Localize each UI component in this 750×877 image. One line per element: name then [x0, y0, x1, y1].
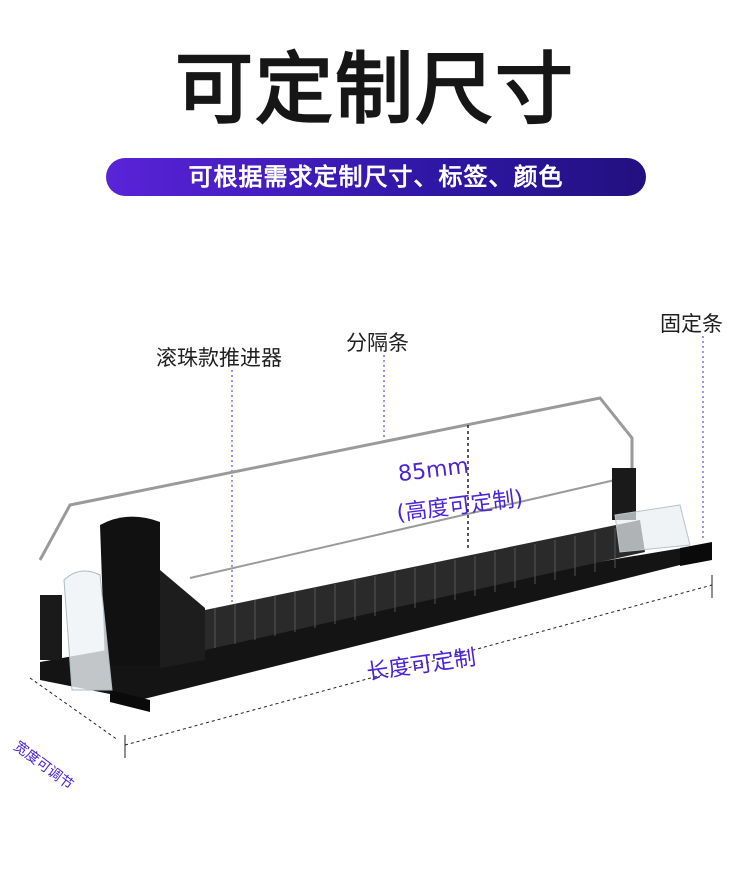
subtitle-banner: 可根据需求定制尺寸、标签、颜色: [106, 158, 646, 196]
back-block: [612, 468, 636, 520]
front-clear-guard: [63, 570, 113, 691]
back-clear-clip: [614, 504, 691, 553]
front-foot: [110, 690, 150, 712]
wire-lower: [189, 479, 616, 579]
back-foot: [680, 542, 712, 566]
label-pusher: 滚珠款推进器: [156, 346, 282, 370]
wire-divider: [38, 396, 634, 561]
pusher-body: [160, 570, 205, 668]
page-title: 可定制尺寸: [174, 45, 575, 135]
pusher-paddle: [100, 516, 160, 665]
label-fixed-bar: 固定条: [660, 312, 723, 336]
front-post: [40, 595, 62, 660]
label-divider: 分隔条: [346, 331, 409, 355]
